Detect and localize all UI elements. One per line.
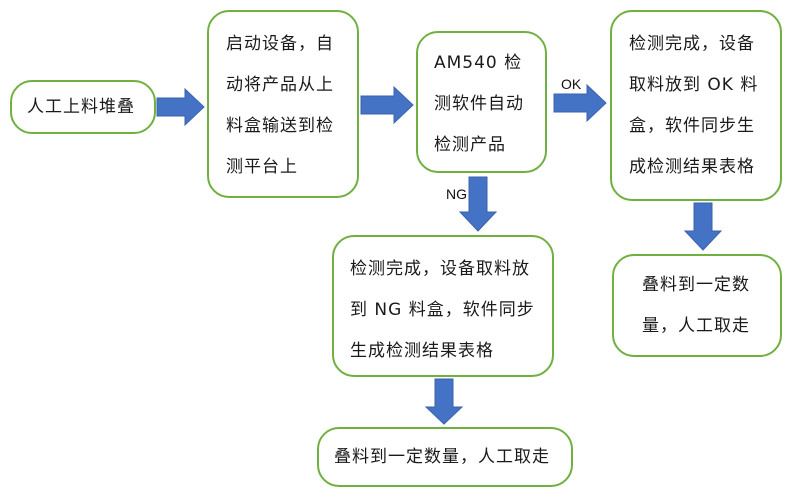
node-ok-result-text: 检测完成，设备 取料放到 OK 料 盒，软件同步生 成检测结果表格 [629, 34, 759, 177]
arrow-right-2 [360, 85, 414, 125]
node-manual-stack [10, 80, 156, 134]
arrow-down-ng-2 [424, 378, 464, 425]
node-start-device [207, 10, 359, 198]
node-ng-result [332, 235, 554, 377]
node-auto-inspect [416, 31, 547, 173]
node-ng-result-text: 检测完成，设备取料放 到 NG 料盒，软件同步 生成检测结果表格 [350, 259, 535, 361]
node-ok-remove-text: 叠料到一定数 量，人工取走 [642, 275, 750, 336]
edge-label-ng: NG [446, 186, 467, 202]
arrow-right-ok [553, 83, 607, 123]
arrow-down-ok [683, 202, 723, 251]
node-start-device-text: 启动设备，自 动将产品从上 料盒输送到检 测平台上 [226, 34, 334, 177]
node-ng-remove-text: 叠料到一定数量，人工取走 [334, 447, 550, 467]
node-manual-stack-text: 人工上料堆叠 [27, 97, 135, 117]
edge-label-ok: OK [561, 76, 582, 92]
node-ok-remove [612, 254, 782, 357]
node-auto-inspect-text: AM540 检 测软件自动 检测产品 [434, 53, 524, 155]
arrow-right-1 [156, 87, 205, 127]
arrow-down-ng [458, 176, 498, 232]
node-ok-result [610, 10, 782, 201]
node-ng-remove [317, 427, 573, 487]
